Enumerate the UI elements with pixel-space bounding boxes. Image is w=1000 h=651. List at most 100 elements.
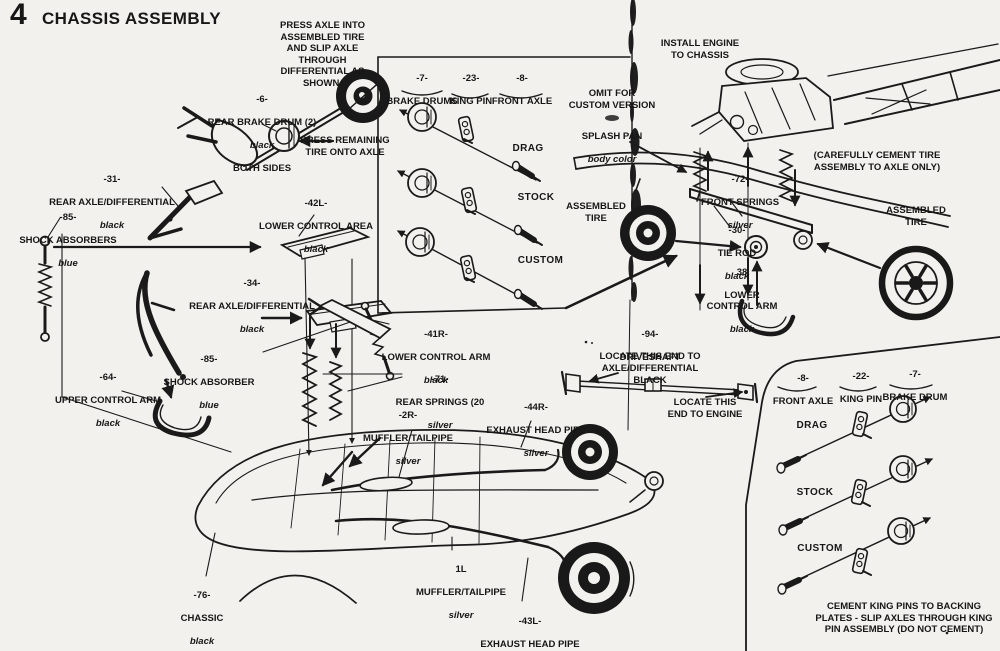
part-name: DRIVESHAFT (619, 351, 681, 363)
part-number: -42L- (304, 197, 328, 209)
note-cement-king-pins: CEMENT KING PINS TO BACKING PLATES - SLI… (815, 601, 993, 636)
note-locate-axle-end: LOCATE THIS END TO AXLE/DIFFERENTIAL (599, 351, 701, 374)
part-name: MUFFLER/TAILPIPE (362, 432, 454, 444)
part-color: silver (727, 219, 753, 231)
part-color: black (724, 270, 750, 282)
part-label-rear-brake-drum: -6- REAR BRAKE DRUM (2) black BOTH SIDES (177, 82, 347, 186)
part-number: -76- (193, 589, 211, 601)
part-label-rear-axle-34: -34- REAR AXLE/DIFFERENTIAL black (172, 266, 332, 347)
column-label: FRONT AXLE (772, 395, 834, 407)
part-label-tie-rod-30: -30- TIE ROD black (692, 213, 782, 294)
front-axle-chart-top-drawing (377, 56, 678, 314)
part-label-muffler-1l: 1L MUFFLER/TAILPIPE silver (381, 552, 541, 633)
part-number: -41R- (424, 328, 448, 340)
part-color: black (729, 324, 755, 336)
part-color: black (249, 139, 275, 151)
part-number: 1L (455, 563, 467, 575)
part-color: silver (395, 455, 421, 467)
top-chart-col-brake-drums: -7- BRAKE DRUMS (377, 61, 467, 119)
chassis-pan-drawing (194, 420, 664, 614)
part-color: silver (427, 419, 453, 431)
part-color: black (95, 417, 121, 429)
part-number: -72- (731, 173, 749, 185)
part-color: blue (199, 399, 219, 411)
column-number: -7- (416, 72, 428, 84)
part-note: BOTH SIDES (232, 163, 292, 175)
column-number: -8- (797, 372, 809, 384)
part-name: REAR SPRINGS (20 (395, 396, 485, 408)
part-name: REAR BRAKE DRUM (2) (207, 116, 317, 128)
part-label-exhaust-44r: -44R- EXHAUST HEAD PIPE silver (461, 390, 611, 471)
part-color: BLACK (633, 374, 667, 386)
part-label-shock-absorbers-85: -85- SHOCK ABSORBERS blue (3, 200, 133, 281)
part-color: silver (523, 447, 549, 459)
column-number: -8- (516, 72, 528, 84)
part-label-splash-pan: SPLASH PAN body color (557, 119, 667, 177)
bottom-chart-row-stock: STOCK (796, 487, 834, 498)
front-axle-chart-bottom-drawing (745, 336, 1000, 651)
part-number: -43L- (518, 615, 542, 627)
part-number: -64- (99, 371, 117, 383)
part-label-front-springs-72: -72- FRONT SPRINGS silver (680, 162, 800, 243)
part-name: LOWER CONTROL AREA (259, 220, 373, 232)
part-number: -71- (431, 373, 449, 385)
bottom-chart-row-custom: CUSTOM (797, 543, 843, 554)
part-name: LOWER CONTROL ARM (706, 289, 778, 313)
part-number: -85- (200, 353, 218, 365)
rear-suspension-parts-drawing (36, 179, 403, 456)
part-name: EXHAUST HEAD PIPE (486, 424, 586, 436)
top-chart-row-stock: STOCK (517, 192, 555, 203)
label-assembled-tire-right: ASSEMBLED TIRE (886, 205, 946, 228)
part-color: black (423, 374, 449, 386)
note-cement-tire: (CAREFULLY CEMENT TIRE ASSEMBLY TO AXLE … (813, 150, 941, 173)
page-title: CHASSIS ASSEMBLY (42, 9, 221, 28)
part-number: -85- (59, 211, 77, 223)
column-label: BRAKE DRUMS (386, 95, 458, 107)
part-label-exhaust-43l: -43L- EXHAUST HEAD PIPE silver (450, 604, 610, 651)
bottom-chart-col-brake-drum: -7- BRAKE DRUM (870, 357, 960, 415)
driveshaft-drawing (560, 370, 759, 404)
bottom-chart-col-front-axle: -8- FRONT AXLE (763, 361, 843, 419)
top-chart-row-custom: CUSTOM (517, 255, 564, 266)
part-color: blue (58, 257, 78, 269)
label-assembled-tire-left: ASSEMBLED TIRE (566, 201, 626, 224)
column-label: KING PIN (449, 95, 493, 107)
part-label-upper-control-arm-64: -64- UPPER CONTROL ARM black (38, 360, 178, 441)
column-number: -7- (909, 368, 921, 380)
part-number: -2R- (398, 409, 418, 421)
note-press-axle: PRESS AXLE INTO ASSEMBLED TIRE AND SLIP … (280, 20, 365, 89)
column-label: KING PIN (839, 393, 883, 405)
part-label-rear-springs-71: -71- REAR SPRINGS (20 silver (375, 362, 505, 443)
part-number: -30- (728, 224, 746, 236)
step-number: 4 (10, 0, 27, 31)
rear-axle-assembly-drawing (177, 69, 390, 171)
bottom-chart-row-drag: DRAG (796, 420, 828, 431)
part-name: TIE ROD (717, 247, 757, 259)
part-name: FRONT SPRINGS (700, 196, 780, 208)
part-label-lower-control-arm-38: 38 LOWER CONTROL ARM black (687, 255, 797, 348)
part-name: MUFFLER/TAILPIPE (415, 586, 507, 598)
part-label-chassis-76: -76- CHASSIC black (152, 578, 252, 651)
part-label-driveshaft-94: -94- DRIVESHAFT BLACK (595, 317, 705, 398)
part-label-lower-control-arm-41r: -41R- LOWER CONTROL ARM black (371, 317, 501, 398)
top-chart-row-drag: DRAG (512, 143, 544, 154)
part-name: SPLASH PAN (581, 130, 643, 142)
note-locate-engine-end: LOCATE THIS END TO ENGINE (667, 397, 743, 420)
note-press-remaining: PRESS REMAINING TIRE ONTO AXLE (300, 135, 390, 158)
part-number: 38 (736, 266, 748, 278)
part-number: -44R- (524, 401, 548, 413)
part-name: SHOCK ABSORBERS (19, 234, 117, 246)
note-install-engine: INSTALL ENGINE TO CHASSIS (660, 38, 740, 61)
column-number: -22- (852, 370, 870, 382)
part-name: SHOCK ABSORBER (163, 376, 255, 388)
note-omit-custom: OMIT FOR CUSTOM VERSION (568, 88, 656, 111)
part-label-lower-control-area-42l: -42L- LOWER CONTROL AREA black (246, 186, 386, 267)
part-name: EXHAUST HEAD PIPE (480, 638, 580, 650)
column-label: BRAKE DRUM (882, 391, 948, 403)
part-label-shock-absorber-85: -85- SHOCK ABSORBER blue (144, 342, 274, 423)
part-number: -94- (641, 328, 659, 340)
part-number: -34- (243, 277, 261, 289)
part-number: -6- (256, 93, 268, 105)
